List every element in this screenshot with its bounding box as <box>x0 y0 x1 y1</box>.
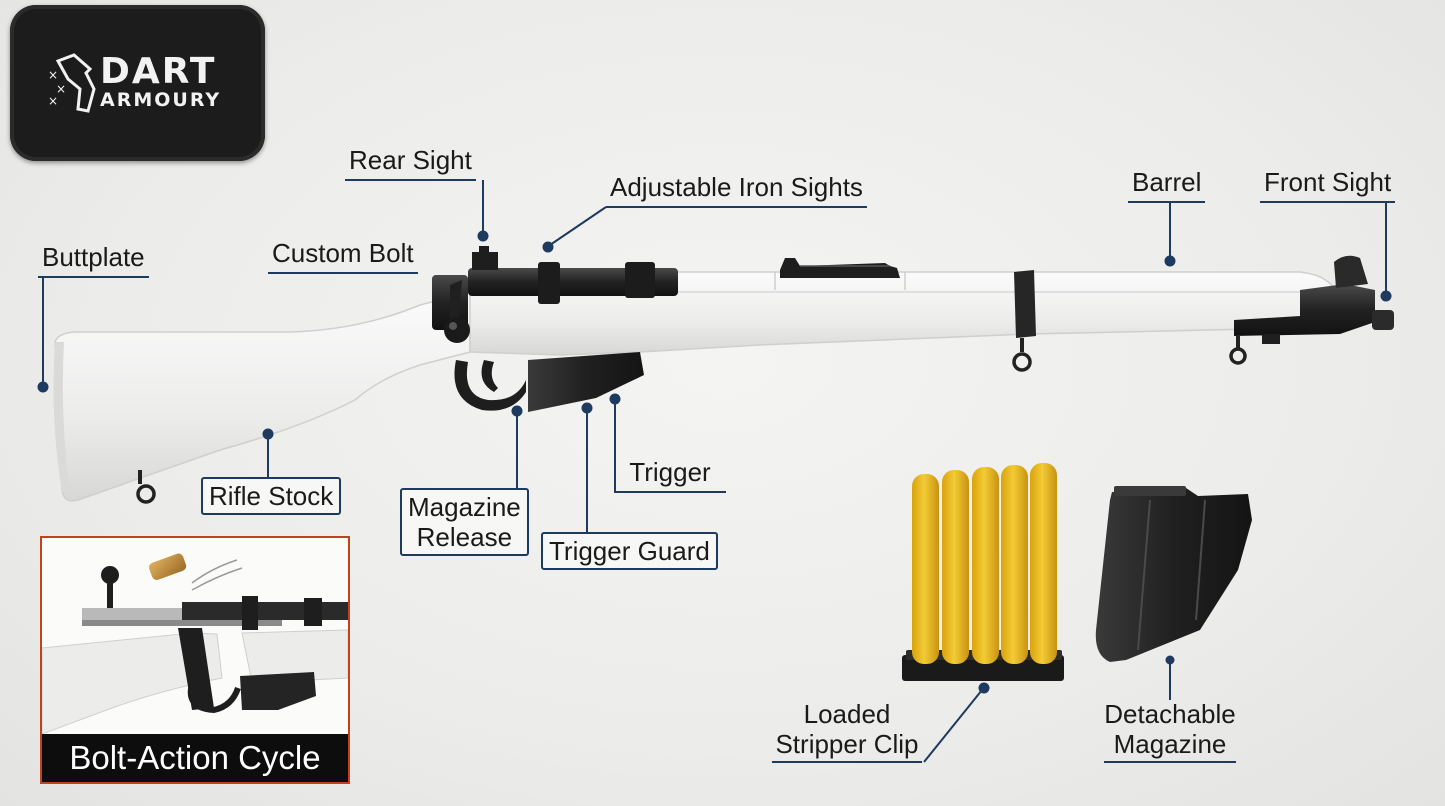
label-stripper-clip: Loaded Stripper Clip <box>772 699 922 763</box>
dart-armoury-logo: × × × DART ARMOURY <box>10 5 265 161</box>
front-sight-shape <box>1229 255 1394 365</box>
label-buttplate: Buttplate <box>38 242 149 278</box>
band-sling-swivel <box>1012 338 1032 372</box>
label-rear-sight: Rear Sight <box>345 145 476 181</box>
foam-dart <box>942 470 969 664</box>
brand-line-1: DART <box>100 51 217 92</box>
label-detachable-magazine-line-1: Detachable <box>1104 699 1236 729</box>
trigger-shape <box>481 360 498 392</box>
label-stripper-clip-line-2: Stripper Clip <box>775 729 919 759</box>
label-stripper-clip-line-1: Loaded <box>803 699 891 729</box>
rear-sight-shape <box>472 246 498 270</box>
foam-dart <box>1001 465 1028 664</box>
trigger-guard-shape <box>454 360 526 411</box>
svg-text:×: × <box>48 94 58 108</box>
rifle-magazine-shape <box>528 352 644 412</box>
label-barrel: Barrel <box>1128 167 1206 203</box>
stripper-clip-with-darts <box>902 463 1064 681</box>
pistol-logo-icon: × × × <box>48 53 96 113</box>
buttplate-shape <box>53 342 70 492</box>
barrel-band <box>1014 270 1036 338</box>
bolt-action-illustration <box>42 553 348 734</box>
custom-bolt-shape <box>444 280 470 343</box>
label-magazine-release-line-2: Release <box>416 522 513 552</box>
label-trigger: Trigger <box>614 457 726 493</box>
label-rifle-stock: Rifle Stock <box>201 477 342 515</box>
detachable-magazine <box>1095 486 1252 662</box>
label-detachable-magazine: Detachable Magazine <box>1104 699 1236 763</box>
inset-caption: Bolt-Action Cycle <box>42 734 348 782</box>
label-adjustable-iron-sights: Adjustable Iron Sights <box>606 172 867 208</box>
adjustable-sight-shape <box>780 258 900 278</box>
stock-sling-swivel <box>136 470 156 504</box>
brand-line-2: ARMOURY <box>100 89 222 111</box>
svg-text:×: × <box>56 82 66 96</box>
label-front-sight: Front Sight <box>1260 167 1396 203</box>
svg-text:×: × <box>48 68 58 82</box>
label-trigger-guard: Trigger Guard <box>541 532 718 570</box>
rifle-stock-shape <box>54 291 471 502</box>
foam-dart <box>972 467 999 664</box>
foam-dart <box>912 474 939 664</box>
bolt-action-inset: Bolt-Action Cycle <box>40 536 350 784</box>
leader-lines <box>37 180 1392 763</box>
label-magazine-release: Magazine Release <box>400 488 529 556</box>
label-detachable-magazine-line-2: Magazine <box>1113 729 1227 759</box>
rifle <box>53 246 1394 504</box>
foam-dart <box>1030 463 1057 664</box>
label-magazine-release-line-1: Magazine <box>408 492 521 522</box>
label-custom-bolt: Custom Bolt <box>268 238 418 274</box>
